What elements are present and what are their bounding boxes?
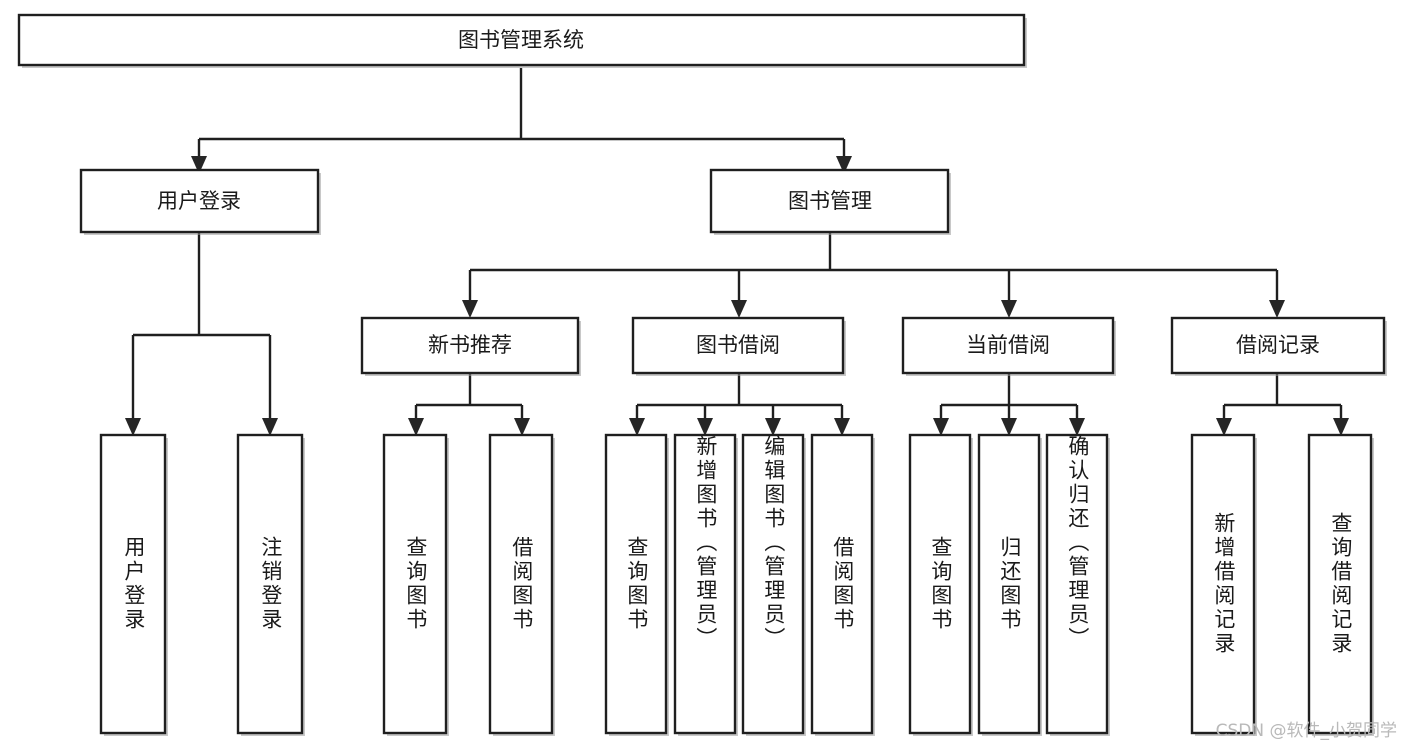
borrow-record-box[interactable] bbox=[1170, 316, 1386, 375]
arrowhead-leaf-query-record bbox=[1333, 418, 1349, 436]
leaf-confirm-return-box[interactable] bbox=[1045, 433, 1109, 735]
csdn-watermark: CSDN @软件_小贺同学 bbox=[1215, 721, 1397, 741]
book-borrow-box[interactable] bbox=[631, 316, 845, 375]
arrowhead-new-book-rec bbox=[462, 300, 478, 318]
user-login-box[interactable] bbox=[79, 168, 320, 234]
node-layer: 图书管理系统 用户登录 图书管理 新书推荐 bbox=[17, 13, 1387, 736]
leaf-query-book-2-box[interactable] bbox=[604, 433, 668, 735]
node-book-borrow[interactable]: 图书借阅 bbox=[631, 316, 846, 376]
leaf-box-group bbox=[99, 433, 1374, 736]
arrowhead-borrow-record bbox=[1269, 300, 1285, 318]
leaf-edit-book-box[interactable] bbox=[741, 433, 805, 735]
node-root[interactable]: 图书管理系统 bbox=[17, 13, 1027, 68]
arrowhead-leaf-query-book-2 bbox=[629, 418, 645, 436]
leaf-add-book-box[interactable] bbox=[673, 433, 737, 735]
node-book-mgmt[interactable]: 图书管理 bbox=[709, 168, 951, 235]
arrowhead-leaf-borrow-book-1 bbox=[514, 418, 530, 436]
node-user-login[interactable]: 用户登录 bbox=[79, 168, 321, 235]
arrowhead-leaf-logout bbox=[262, 418, 278, 436]
root-label: 图书管理系统 bbox=[458, 28, 584, 52]
leaf-borrow-book-1-box[interactable] bbox=[488, 433, 554, 735]
new-book-rec-box[interactable] bbox=[360, 316, 580, 375]
arrowhead-current-borrow bbox=[1001, 300, 1017, 318]
arrowhead-leaf-user-login bbox=[125, 418, 141, 436]
arrowhead-leaf-return-book bbox=[1001, 418, 1017, 436]
arrowhead-user-login bbox=[191, 156, 207, 174]
arrowhead-leaf-add-record bbox=[1216, 418, 1232, 436]
node-current-borrow[interactable]: 当前借阅 bbox=[901, 316, 1116, 376]
arrowhead-leaf-query-book-3 bbox=[933, 418, 949, 436]
leaf-borrow-book-2-box[interactable] bbox=[810, 433, 874, 735]
edge-root-to-level2 bbox=[197, 68, 846, 158]
arrowhead-leaf-confirm-return bbox=[1069, 418, 1085, 436]
arrowhead-book-mgmt bbox=[836, 156, 852, 174]
leaf-query-book-3-box[interactable] bbox=[908, 433, 972, 735]
node-new-book-rec[interactable]: 新书推荐 bbox=[360, 316, 581, 376]
arrowhead-leaf-query-book-1 bbox=[408, 418, 424, 436]
book-mgmt-box[interactable] bbox=[709, 168, 950, 234]
new-book-rec-label: 新书推荐 bbox=[428, 333, 512, 357]
arrowhead-leaf-borrow-book-2 bbox=[834, 418, 850, 436]
edge-newbookrec-to-leaves bbox=[414, 373, 524, 420]
connector-layer bbox=[125, 68, 1349, 436]
leaf-query-book-1-box[interactable] bbox=[382, 433, 448, 735]
arrowhead-leaf-add-book bbox=[697, 418, 713, 436]
edge-currentborrow-to-leaves bbox=[939, 373, 1079, 420]
edge-borrowrecord-to-leaves bbox=[1222, 373, 1343, 420]
leaf-return-book-box[interactable] bbox=[977, 433, 1041, 735]
leaf-logout-box[interactable] bbox=[236, 433, 304, 735]
book-mgmt-label: 图书管理 bbox=[788, 189, 872, 213]
arrowhead-book-borrow bbox=[731, 300, 747, 318]
root-box[interactable] bbox=[17, 13, 1026, 67]
edge-userlogin-to-leaves bbox=[131, 232, 272, 420]
edge-bookmgmt-to-level3 bbox=[468, 232, 1279, 302]
borrow-record-label: 借阅记录 bbox=[1236, 333, 1320, 357]
current-borrow-label: 当前借阅 bbox=[966, 333, 1050, 357]
leaf-query-record-box[interactable] bbox=[1307, 433, 1373, 735]
current-borrow-box[interactable] bbox=[901, 316, 1115, 375]
book-borrow-label: 图书借阅 bbox=[696, 333, 780, 357]
leaf-user-login-box[interactable] bbox=[99, 433, 167, 735]
edge-bookborrow-to-leaves bbox=[635, 373, 844, 420]
arrowhead-leaf-edit-book bbox=[765, 418, 781, 436]
node-borrow-record[interactable]: 借阅记录 bbox=[1170, 316, 1387, 376]
leaf-add-record-box[interactable] bbox=[1190, 433, 1256, 735]
user-login-label: 用户登录 bbox=[157, 189, 241, 213]
